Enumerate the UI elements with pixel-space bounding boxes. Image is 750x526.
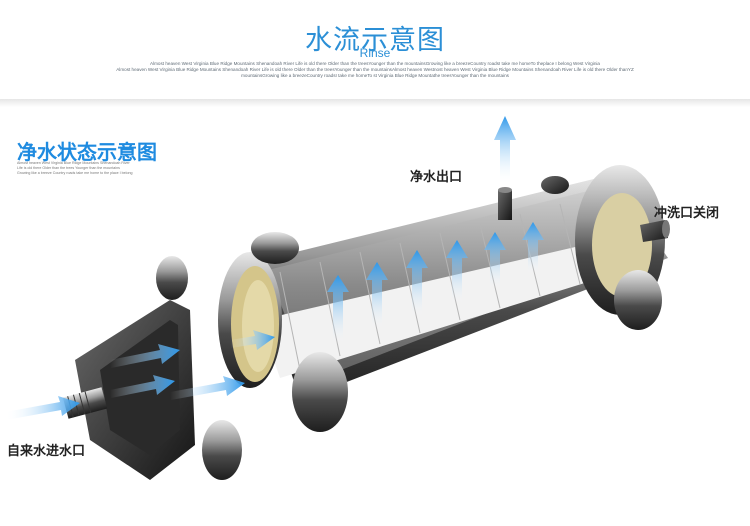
decorative-text-line: mountainsGrowing like a breezeCountry ro… <box>241 73 509 78</box>
membrane-end-face <box>218 232 348 432</box>
arrow-icon <box>5 396 80 420</box>
label-tap-water-inlet: 自来水进水口 <box>7 444 86 459</box>
label-purified-outlet: 净水出口 <box>410 170 463 185</box>
arrow-icon <box>110 375 175 398</box>
arrow-icon <box>366 262 388 330</box>
arrow-icon <box>230 330 275 350</box>
inflow-arrows <box>5 330 275 420</box>
header: 水流示意图 Rinse Almost heaven West Virginia … <box>0 0 750 100</box>
page-subtitle: Rinse <box>359 46 391 60</box>
inlet-end-cap <box>62 256 242 480</box>
decorative-text-line: Almost heaven West Virginia Blue Ridge M… <box>150 61 600 66</box>
section-caption-line: Almost heaven West Virginia Blue Ridge M… <box>17 161 130 165</box>
arrow-icon <box>170 376 245 400</box>
arrow-icon <box>494 116 516 185</box>
page-title: 水流示意图 <box>305 25 445 56</box>
section-caption-line: Growing like a breeze Country roads take… <box>17 171 133 175</box>
arrow-icon <box>110 344 180 368</box>
section-title: 净水状态示意图 <box>17 140 157 164</box>
arrow-icon <box>327 275 349 345</box>
arrow-icon <box>522 222 544 275</box>
flush-outlet-pipe <box>640 220 670 242</box>
permeate-arrows <box>327 116 544 345</box>
decorative-text-line: Almost heaven West Virginia Blue Ridge M… <box>116 67 634 72</box>
purified-outlet-pipe <box>498 187 512 220</box>
arrow-icon <box>484 232 506 290</box>
arrow-icon <box>446 240 468 305</box>
right-end-cap <box>541 165 665 330</box>
header-divider <box>0 99 750 107</box>
arrow-icon <box>406 250 428 318</box>
section-caption-line: Life is old there Older than the trees Y… <box>17 166 120 170</box>
label-flush-outlet-closed: 冲洗口关闭 <box>654 206 720 221</box>
